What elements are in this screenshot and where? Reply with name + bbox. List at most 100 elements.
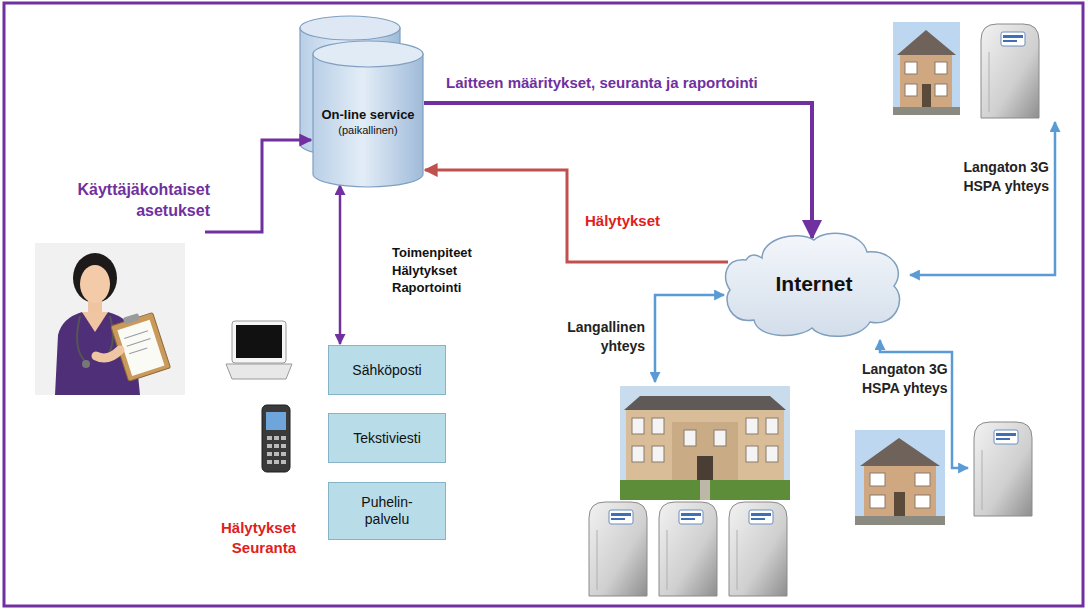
mobile-phone-icon — [274, 444, 279, 448]
wired-link-line — [655, 295, 724, 382]
house-picture — [905, 62, 917, 74]
nurse-picture — [82, 312, 108, 332]
channel-box: Tekstiviesti — [328, 413, 446, 463]
mobile-phone-icon — [267, 436, 272, 440]
mobile-phone-icon — [267, 452, 272, 456]
house-picture — [905, 84, 917, 96]
house-picture — [922, 84, 931, 107]
node-content: Internet — [722, 228, 906, 340]
house-picture — [900, 55, 952, 107]
connection-label: Langallinen yhteys — [545, 318, 645, 356]
node-subtitle: (paikallinen) — [338, 124, 397, 136]
mobile-phone-icon — [266, 412, 286, 430]
house-picture — [870, 495, 885, 508]
apartment-building-picture — [766, 418, 778, 434]
apartment-building-picture — [632, 446, 644, 462]
connection-label: Langaton 3G HSPA yhteys — [862, 360, 948, 398]
apartment-building-picture — [697, 456, 713, 480]
database-cylinder: On-line service (paikallinen) — [312, 40, 424, 188]
nurse-picture — [35, 243, 185, 395]
laptop-icon — [226, 364, 292, 379]
apartment-building-picture — [700, 480, 710, 500]
edge-label: Toimenpiteet Hälytykset Raportointi — [392, 244, 492, 297]
internet-cloud-outline — [726, 233, 900, 336]
node-title: On-line service — [321, 107, 414, 122]
outer-frame — [4, 3, 1083, 606]
house-picture — [935, 84, 947, 96]
nurse-picture — [124, 331, 153, 354]
annotation-label: Hälytykset Seuranta — [198, 518, 296, 557]
mobile-phone-icon — [267, 444, 272, 448]
house-picture — [855, 516, 945, 525]
nurse-picture — [82, 360, 90, 368]
house-picture — [860, 438, 940, 466]
mobile-phone-icon — [274, 452, 279, 456]
annotation-label: Käyttäjäkohtaiset asetukset — [14, 180, 210, 222]
house-picture — [897, 30, 956, 55]
nurse-picture — [35, 243, 185, 395]
edge-label: Hälytykset — [585, 212, 660, 229]
monitoring-device — [981, 24, 1039, 118]
apartment-building-picture — [714, 430, 726, 446]
apartment-building-picture — [632, 418, 644, 434]
house-picture — [894, 492, 905, 516]
house-picture — [915, 495, 930, 508]
monitoring-device — [729, 502, 787, 596]
house-picture — [893, 107, 960, 115]
node-content: On-line service (paikallinen) — [312, 40, 424, 188]
nurse-picture — [80, 256, 110, 270]
house-picture — [893, 22, 960, 115]
connector-arrow — [339, 185, 342, 344]
apartment-building-picture — [626, 410, 784, 480]
node-content: Tekstiviesti — [329, 414, 445, 462]
wireless-link-line — [910, 122, 1055, 275]
node-content: Puhelin- palvelu — [329, 483, 445, 539]
mobile-phone-icon — [274, 460, 279, 464]
monitoring-device — [659, 502, 717, 596]
apartment-building-picture — [766, 446, 778, 462]
channel-box: Sähköposti — [328, 345, 446, 395]
house-picture — [893, 22, 960, 115]
apartment-building-picture — [684, 430, 696, 446]
nurse-picture — [123, 313, 140, 325]
house-picture — [855, 430, 945, 525]
apartment-building-picture — [620, 480, 790, 500]
mobile-phone-icon — [262, 405, 290, 472]
apartment-building-picture — [652, 418, 664, 434]
mobile-phone-icon — [274, 436, 279, 440]
mobile-phone-icon — [281, 460, 286, 464]
apartment-building-picture — [624, 396, 786, 410]
apartment-building-picture — [620, 386, 790, 500]
nurse-picture — [80, 265, 110, 303]
apartment-building-picture — [620, 386, 790, 500]
node-title: Tekstiviesti — [353, 430, 421, 446]
database-cylinder-outline — [313, 54, 423, 187]
wireless-link-line — [880, 340, 968, 468]
monitoring-device — [974, 422, 1032, 516]
nurse-picture — [96, 350, 120, 358]
mobile-phone-icon — [262, 405, 290, 472]
internet-cloud: Internet — [722, 228, 906, 340]
node-title: Sähköposti — [352, 362, 421, 378]
monitoring-device — [589, 502, 647, 596]
nurse-picture — [109, 309, 170, 382]
apartment-building-picture — [672, 422, 738, 480]
apartment-building-picture — [746, 446, 758, 462]
apartment-building-picture — [652, 446, 664, 462]
node-content: Sähköposti — [329, 346, 445, 394]
laptop-icon — [226, 321, 292, 379]
apartment-building-picture — [746, 418, 758, 434]
nurse-picture — [117, 320, 164, 376]
laptop-icon — [236, 325, 282, 358]
house-picture — [855, 430, 945, 525]
edge-label: Laitteen määritykset, seuranta ja raport… — [446, 74, 758, 91]
house-picture — [870, 473, 885, 486]
node-title: Internet — [775, 272, 852, 296]
house-picture — [915, 473, 930, 486]
connection-label: Langaton 3G HSPA yhteys — [955, 158, 1049, 196]
mobile-phone-icon — [281, 436, 286, 440]
mobile-phone-icon — [267, 460, 272, 464]
house-picture — [935, 62, 947, 74]
